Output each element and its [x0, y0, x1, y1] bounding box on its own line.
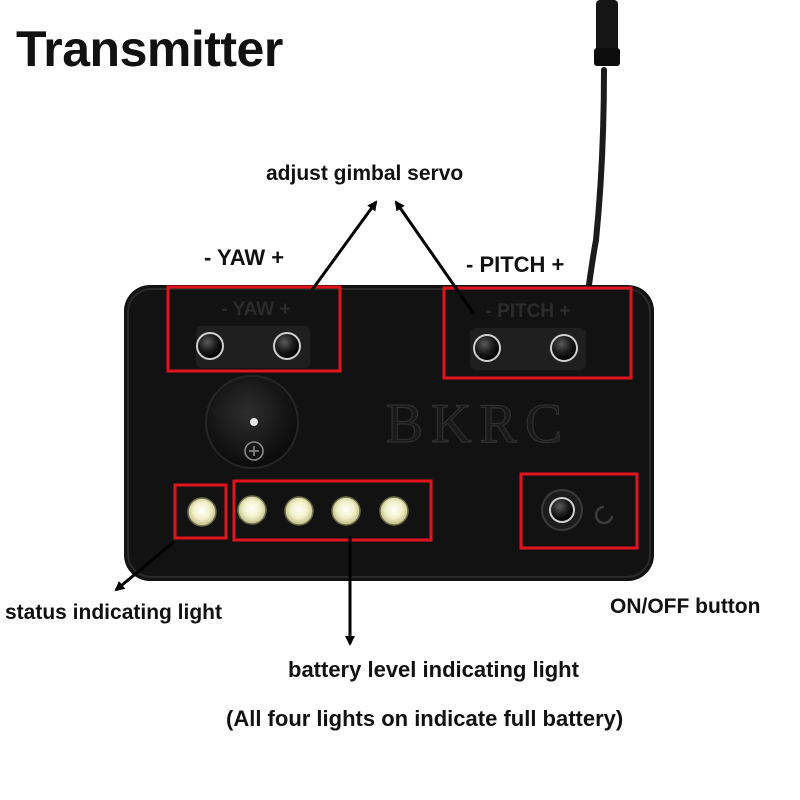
power-icon	[594, 505, 614, 525]
label-adjust-gimbal-servo: adjust gimbal servo	[266, 162, 464, 185]
page-title: Transmitter	[16, 21, 283, 77]
yaw-plus-button[interactable]	[273, 332, 301, 360]
arrow-gimbal-to-yaw	[310, 200, 378, 291]
pitch-highlight-box	[442, 286, 633, 380]
label-pitch: - PITCH +	[466, 252, 565, 277]
label-on-off-button: ON/OFF button	[610, 595, 761, 618]
status-led-highlight-box	[173, 483, 228, 540]
transmitter-body-edge	[127, 288, 651, 578]
label-status-light: status indicating light	[5, 601, 223, 624]
pitch-marking: - PITCH +	[486, 301, 571, 322]
battery-led-1	[237, 495, 267, 525]
pitch-plus-button[interactable]	[550, 334, 578, 362]
battery-led-highlight-box	[232, 479, 433, 542]
buzzer-plus-icon	[244, 441, 264, 461]
status-led	[187, 497, 217, 527]
battery-led-4	[379, 496, 409, 526]
arrow-to-status-light	[114, 540, 175, 592]
yaw-highlight-box	[166, 285, 342, 373]
battery-led-3	[331, 496, 361, 526]
yaw-marking: - YAW +	[221, 299, 290, 320]
antenna-cable	[585, 67, 607, 295]
label-yaw: - YAW +	[204, 245, 285, 270]
yaw-minus-button[interactable]	[196, 332, 224, 360]
label-battery-light: battery level indicating light	[288, 657, 579, 682]
brand-emboss: BKRC	[386, 393, 571, 455]
pitch-minus-button[interactable]	[473, 334, 501, 362]
on-off-button[interactable]	[549, 497, 575, 523]
arrow-gimbal-to-pitch	[394, 200, 476, 315]
buzzer-hole	[250, 418, 258, 426]
battery-led-2	[284, 496, 314, 526]
label-full-battery-note: (All four lights on indicate full batter…	[226, 706, 624, 731]
antenna-connector-band	[594, 48, 620, 66]
on-off-highlight-box	[519, 472, 639, 550]
